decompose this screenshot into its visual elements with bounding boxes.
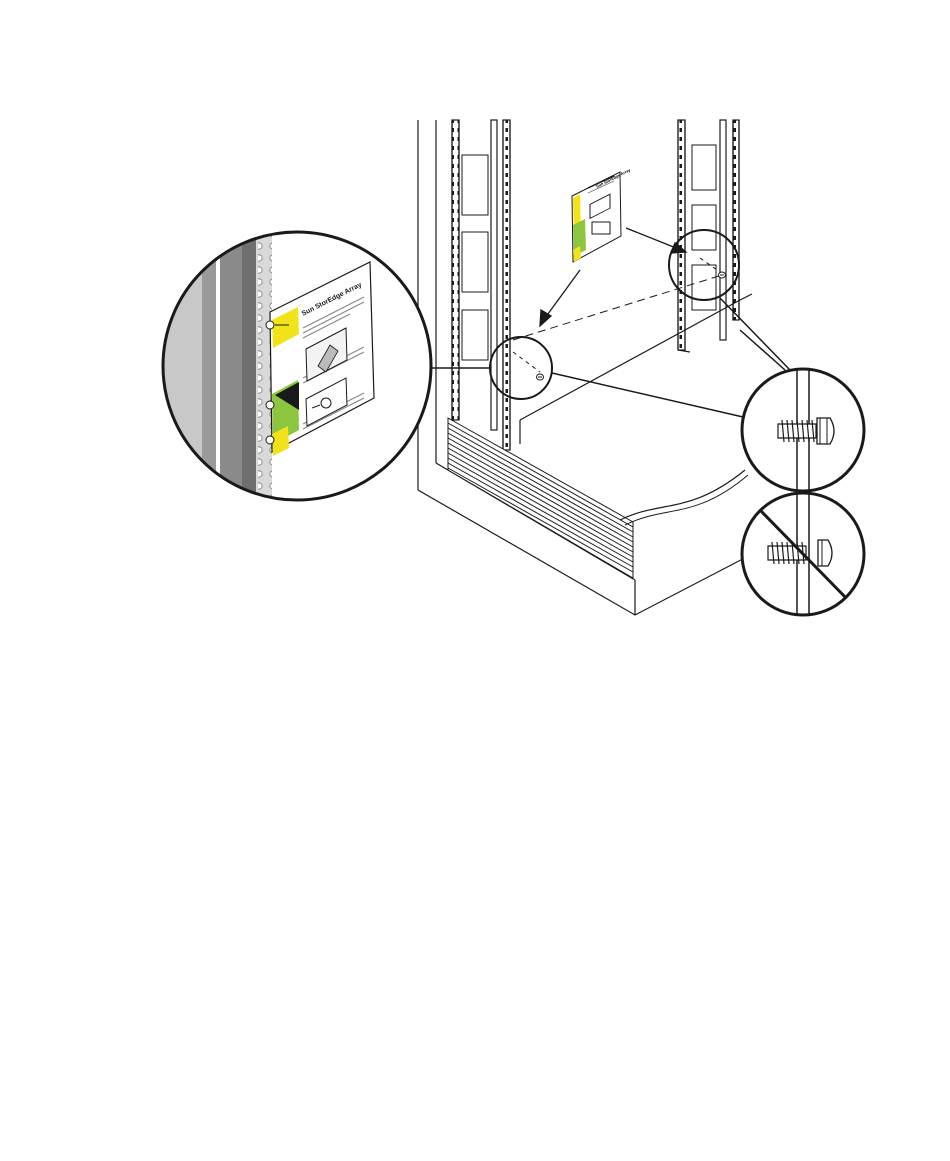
rack-rail-front-left (452, 120, 510, 450)
placement-arrows (513, 228, 722, 372)
rack-bottom-vent (448, 418, 748, 578)
rail-screw-front (537, 374, 544, 380)
rail-screw-back (719, 272, 726, 278)
highlight-circle-front (490, 337, 552, 399)
small-label-template: Sun StorEdge Array (572, 167, 632, 262)
